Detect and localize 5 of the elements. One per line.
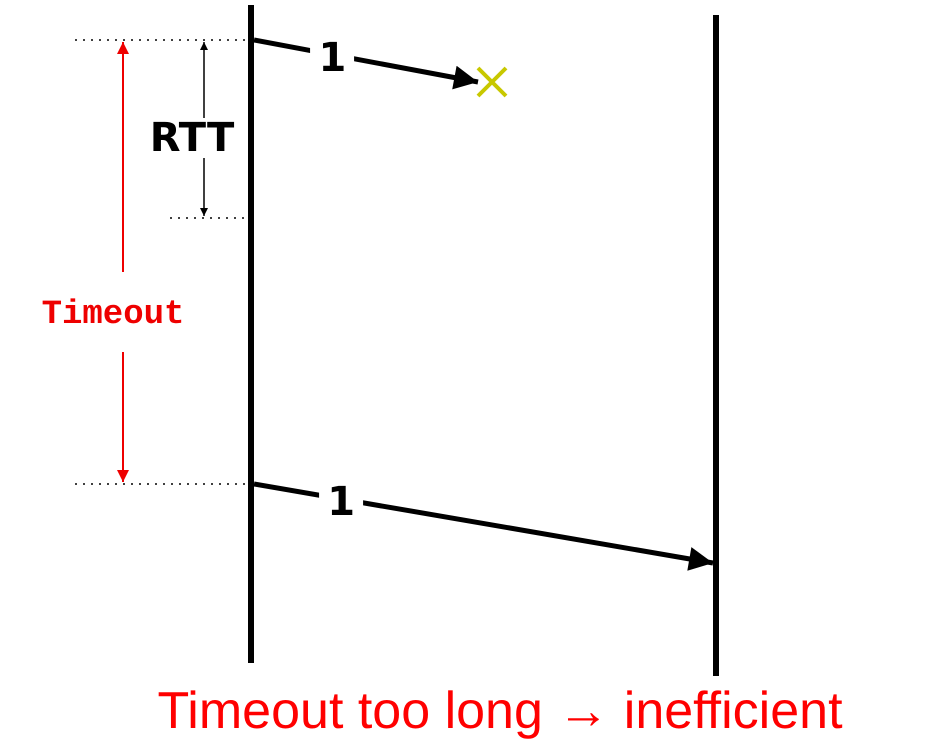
loss-cross-icon — [476, 66, 508, 98]
caption: Timeout too long → inefficient — [157, 685, 843, 737]
timeline-bar — [713, 15, 719, 676]
timeline-bar — [248, 5, 254, 663]
arrow — [254, 482, 714, 571]
